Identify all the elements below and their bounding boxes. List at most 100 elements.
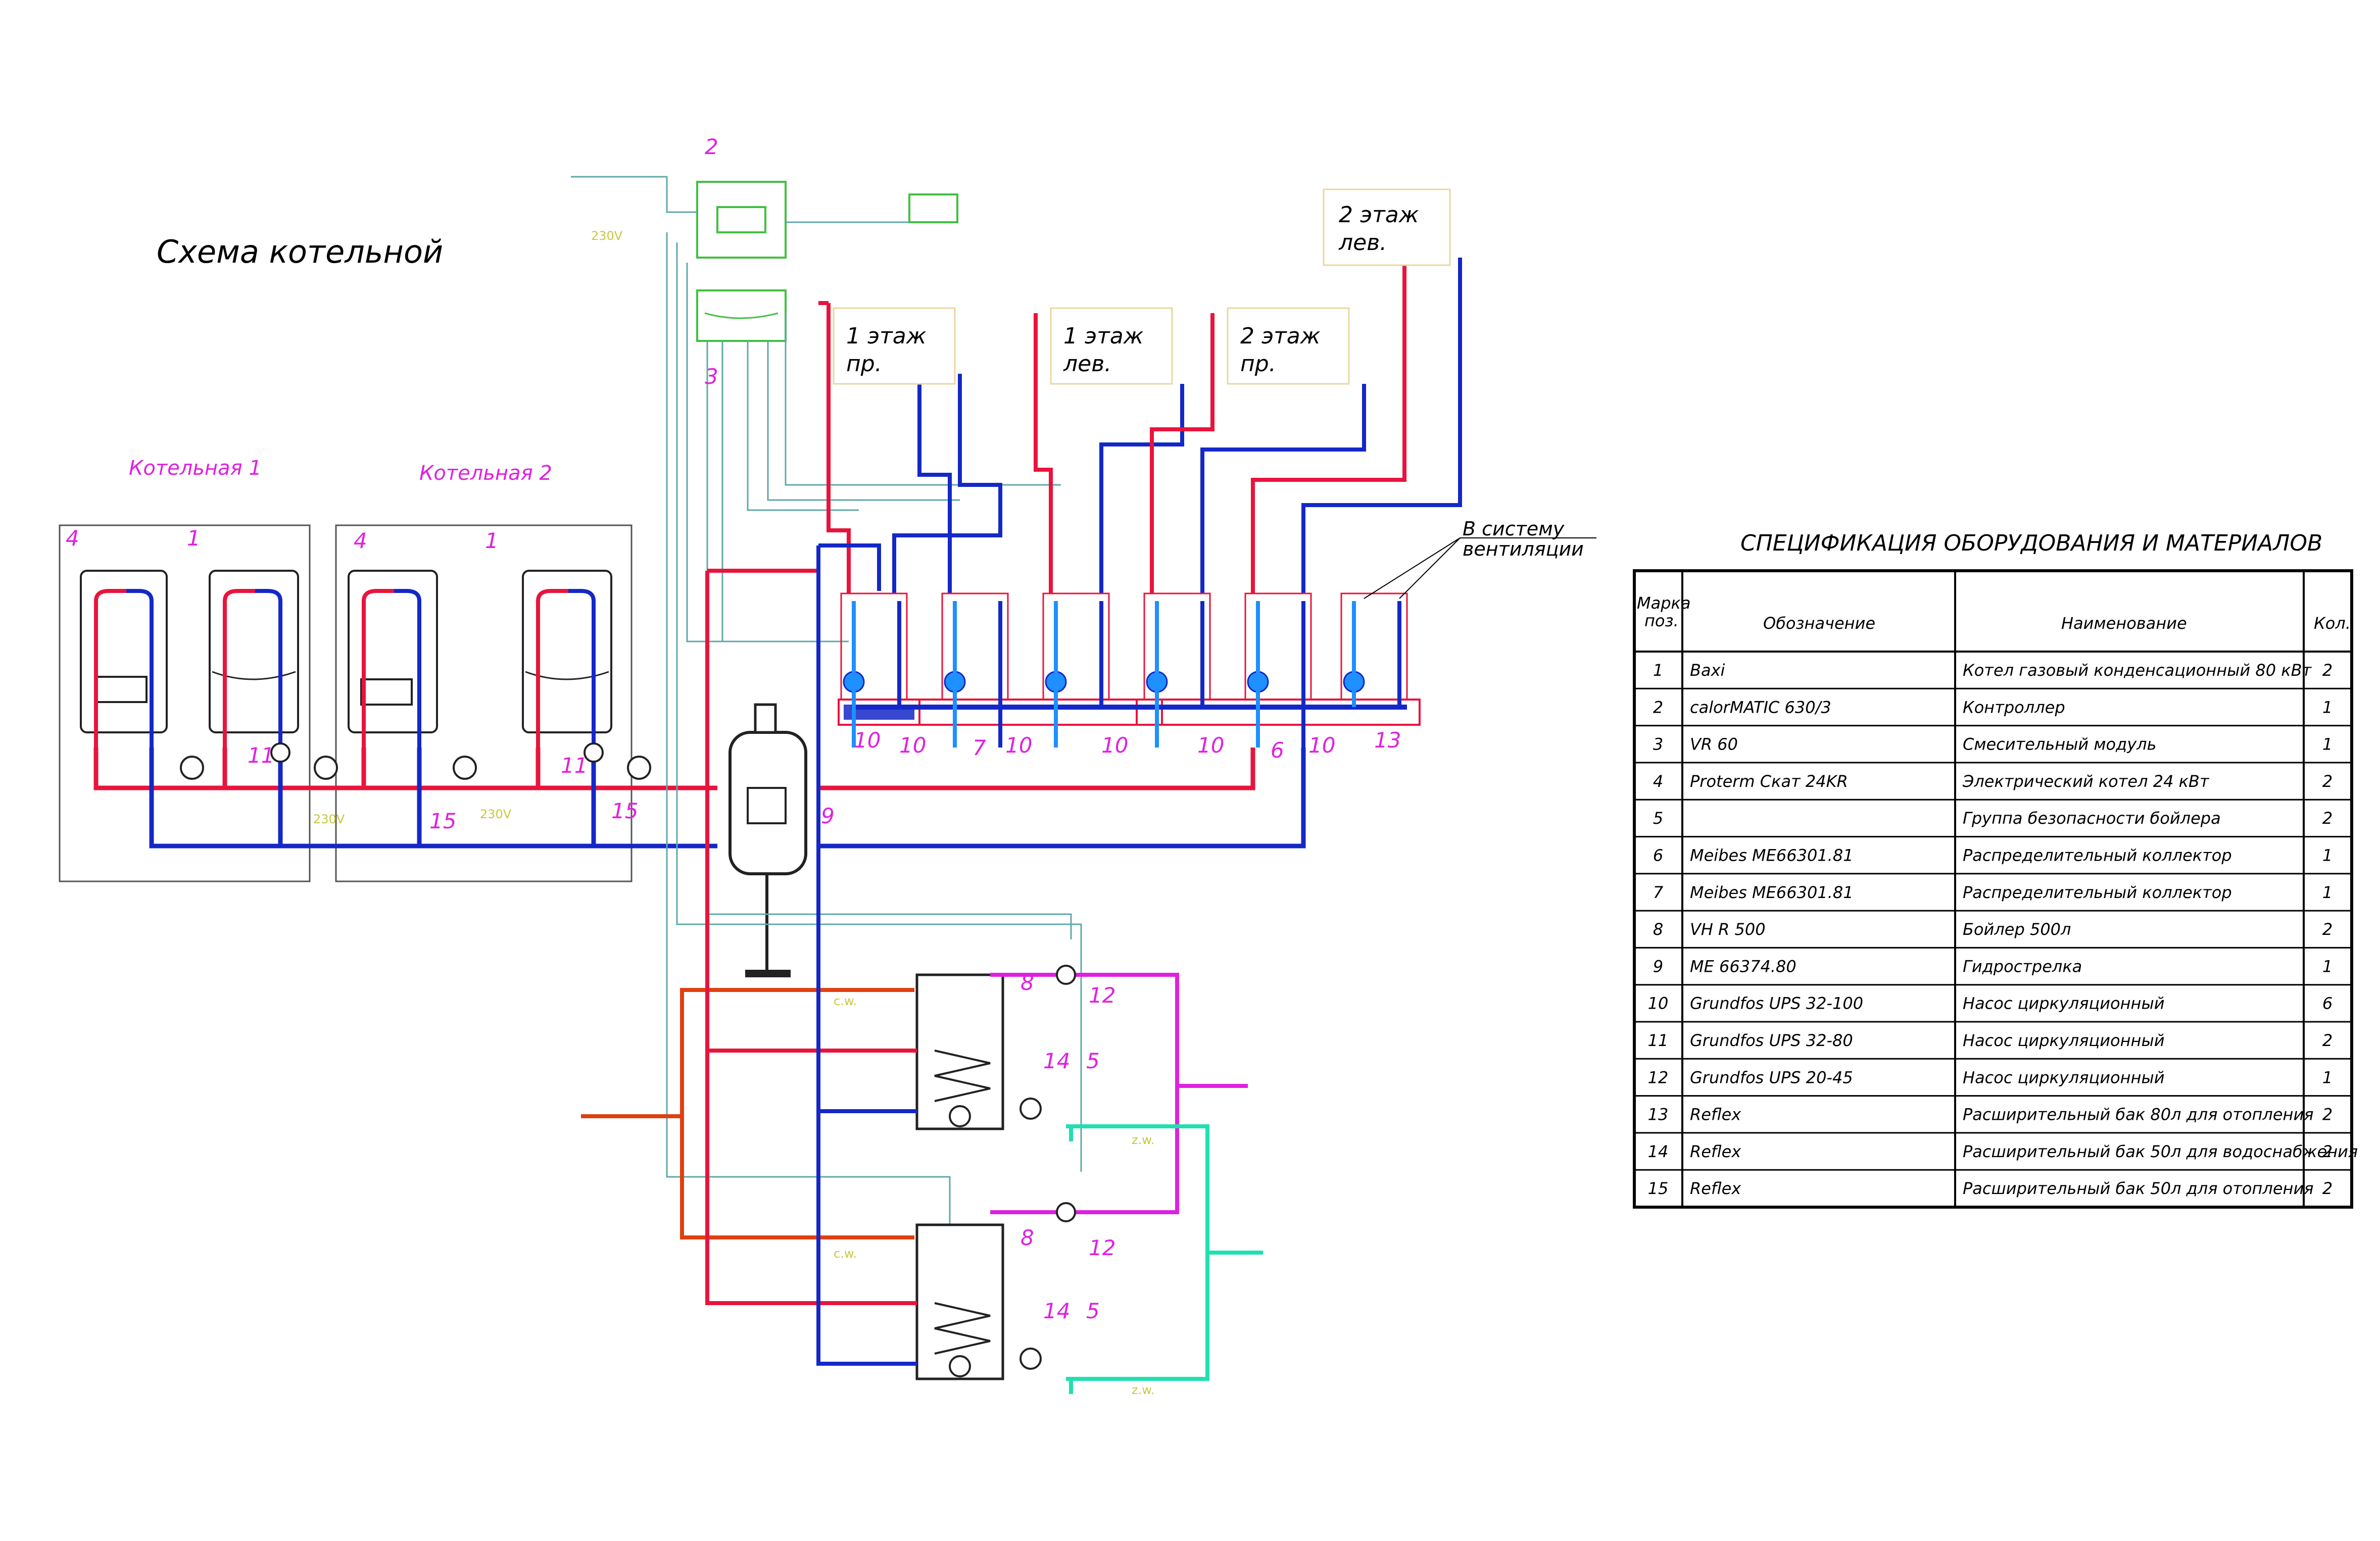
- manifolds: [838, 699, 1421, 726]
- spec-cell-mark: 8: [1653, 920, 1663, 939]
- spec-cell-mark: 2: [1653, 698, 1663, 717]
- spec-cell-qty: 1: [2322, 1068, 2333, 1087]
- water-heaters: [915, 973, 1004, 1380]
- room-thermostat: [908, 193, 958, 223]
- spec-cell-qty: 2: [2322, 1142, 2333, 1161]
- spec-cell-qty: 1: [2322, 846, 2333, 865]
- spec-cell-name: Контроллер: [1963, 698, 2065, 717]
- spec-cell-qty: 2: [2322, 920, 2333, 939]
- mark-10-f: 10: [1308, 733, 1335, 758]
- spec-cell-designation: Meibes ME66301.81: [1690, 883, 1854, 902]
- dhw-pumps: [1019, 965, 1076, 1370]
- spec-cell-qty: 2: [2322, 809, 2333, 828]
- mark-15-room1: 15: [429, 809, 456, 833]
- spec-cell-name: Смесительный модуль: [1963, 735, 2156, 754]
- svg-text:лев.: лев.: [1063, 351, 1111, 377]
- spec-cell-mark: 14: [1648, 1142, 1669, 1161]
- floor-branches: [818, 207, 1462, 593]
- spec-cell-mark: 11: [1648, 1031, 1669, 1050]
- boiler-room-2: Котельная 2: [335, 462, 633, 882]
- spec-cell-mark: 13: [1648, 1105, 1669, 1124]
- spec-cell-qty: 2: [2322, 1105, 2333, 1124]
- svg-text:поз.: поз.: [1644, 611, 1679, 630]
- zw-label-1: z.w.: [1132, 1133, 1154, 1147]
- boiler-pumps: [180, 742, 651, 780]
- spec-cell-name: Насос циркуляционный: [1963, 1068, 2165, 1087]
- spec-cell-designation: calorMATIC 630/3: [1690, 698, 1831, 717]
- spec-cell-qty: 6: [2322, 994, 2333, 1013]
- spec-cell-name: Электрический котел 24 кВт: [1962, 772, 2210, 791]
- mark-6: 6: [1271, 738, 1284, 763]
- svg-text:Кол.: Кол.: [2314, 614, 2351, 633]
- voltage-label-room-2: 230V: [480, 807, 512, 821]
- spec-title: СПЕЦИФИКАЦИЯ ОБОРУДОВАНИЯ И МАТЕРИАЛОВ: [1740, 530, 2322, 556]
- spec-cell-qty: 2: [2322, 661, 2333, 680]
- spec-cell-designation: Baxi: [1690, 661, 1725, 680]
- spec-cell-mark: 15: [1648, 1179, 1669, 1198]
- electric-boiler-1: [80, 570, 168, 733]
- svg-text:Наименование: Наименование: [2061, 614, 2187, 633]
- mark-1-room2: 1: [485, 528, 499, 553]
- position-marks: 2 3 4 1 4 1 11 11 15 15 9 10 10 7 10 10 …: [66, 134, 1401, 1323]
- spec-cell-qty: 1: [2322, 735, 2333, 754]
- specification-table: СПЕЦИФИКАЦИЯ ОБОРУДОВАНИЯ И МАТЕРИАЛОВ М…: [1633, 530, 2358, 1209]
- hydraulic-separator: [728, 703, 807, 977]
- mark-14-b: 14: [1043, 1299, 1070, 1323]
- spec-cell-designation: Proterm Скат 24KR: [1690, 772, 1848, 791]
- svg-text:пр.: пр.: [1240, 351, 1276, 377]
- voltage-label-room-1: 230V: [313, 812, 345, 826]
- mark-7: 7: [973, 735, 986, 760]
- pump-risers: [852, 601, 1401, 748]
- mark-5-a: 5: [1086, 1049, 1100, 1073]
- electric-boiler-2: [348, 570, 438, 733]
- spec-cell-mark: 9: [1653, 957, 1663, 976]
- spec-cell-mark: 1: [1653, 661, 1663, 680]
- mark-14-a: 14: [1043, 1049, 1070, 1073]
- room-1-label: Котельная 1: [129, 457, 262, 480]
- dhw-piping: [581, 543, 1263, 1394]
- spec-cell-qty: 1: [2322, 957, 2333, 976]
- mark-10-c: 10: [1005, 733, 1032, 758]
- pump-symbols: [843, 671, 1365, 693]
- spec-cell-name: Насос циркуляционный: [1963, 1031, 2165, 1050]
- cw-label-1: c.w.: [834, 994, 857, 1008]
- spec-cell-designation: VH R 500: [1690, 920, 1766, 939]
- spec-cell-name: Расширительный бак 50л для отопления: [1963, 1179, 2314, 1198]
- spec-cell-qty: 2: [2322, 1031, 2333, 1050]
- main-headers: [93, 748, 1306, 849]
- mark-12-a: 12: [1089, 983, 1115, 1008]
- spec-cell-name: Гидрострелка: [1963, 957, 2082, 976]
- spec-cell-designation: Grundfos UPS 32-80: [1690, 1031, 1853, 1050]
- room-2-label: Котельная 2: [419, 462, 552, 485]
- spec-cell-qty: 1: [2322, 883, 2333, 902]
- mark-9: 9: [821, 804, 835, 828]
- spec-cell-designation: Grundfos UPS 32-100: [1690, 994, 1863, 1013]
- spec-cell-name: Расширительный бак 50л для водоснабжения: [1963, 1142, 2358, 1161]
- mark-5-b: 5: [1086, 1299, 1100, 1323]
- floor-box-2-left: [1323, 188, 1451, 266]
- spec-cell-designation: Reflex: [1690, 1142, 1741, 1161]
- mark-15-room2: 15: [611, 799, 638, 823]
- spec-cell-name: Бойлер 500л: [1963, 920, 2071, 939]
- pump-groups: [840, 592, 1408, 701]
- voltage-label-controller: 230V: [591, 229, 623, 243]
- mark-10-b: 10: [899, 733, 926, 758]
- floor-branch-extra: [917, 384, 952, 593]
- spec-cell-mark: 4: [1653, 772, 1663, 791]
- ventilation-note: В систему вентиляции: [1364, 518, 1596, 599]
- spec-cell-name: Группа безопасности бойлера: [1963, 809, 2221, 828]
- spec-cell-name: Распределительный коллектор: [1963, 883, 2232, 902]
- spec-cell-mark: 3: [1653, 735, 1663, 754]
- svg-text:пр.: пр.: [846, 351, 882, 377]
- floor-box-1-right: [833, 307, 956, 385]
- svg-text:1 этаж: 1 этаж: [846, 323, 927, 349]
- mark-4-room1: 4: [66, 526, 79, 551]
- mark-10-a: 10: [854, 728, 881, 753]
- svg-text:Марка: Марка: [1637, 593, 1690, 613]
- spec-cell-qty: 1: [2322, 698, 2333, 717]
- spec-cell-designation: ME 66374.80: [1690, 957, 1796, 976]
- floor-box-2-right: [1227, 307, 1350, 385]
- mark-12-b: 12: [1089, 1235, 1115, 1260]
- mark-10-e: 10: [1197, 733, 1224, 758]
